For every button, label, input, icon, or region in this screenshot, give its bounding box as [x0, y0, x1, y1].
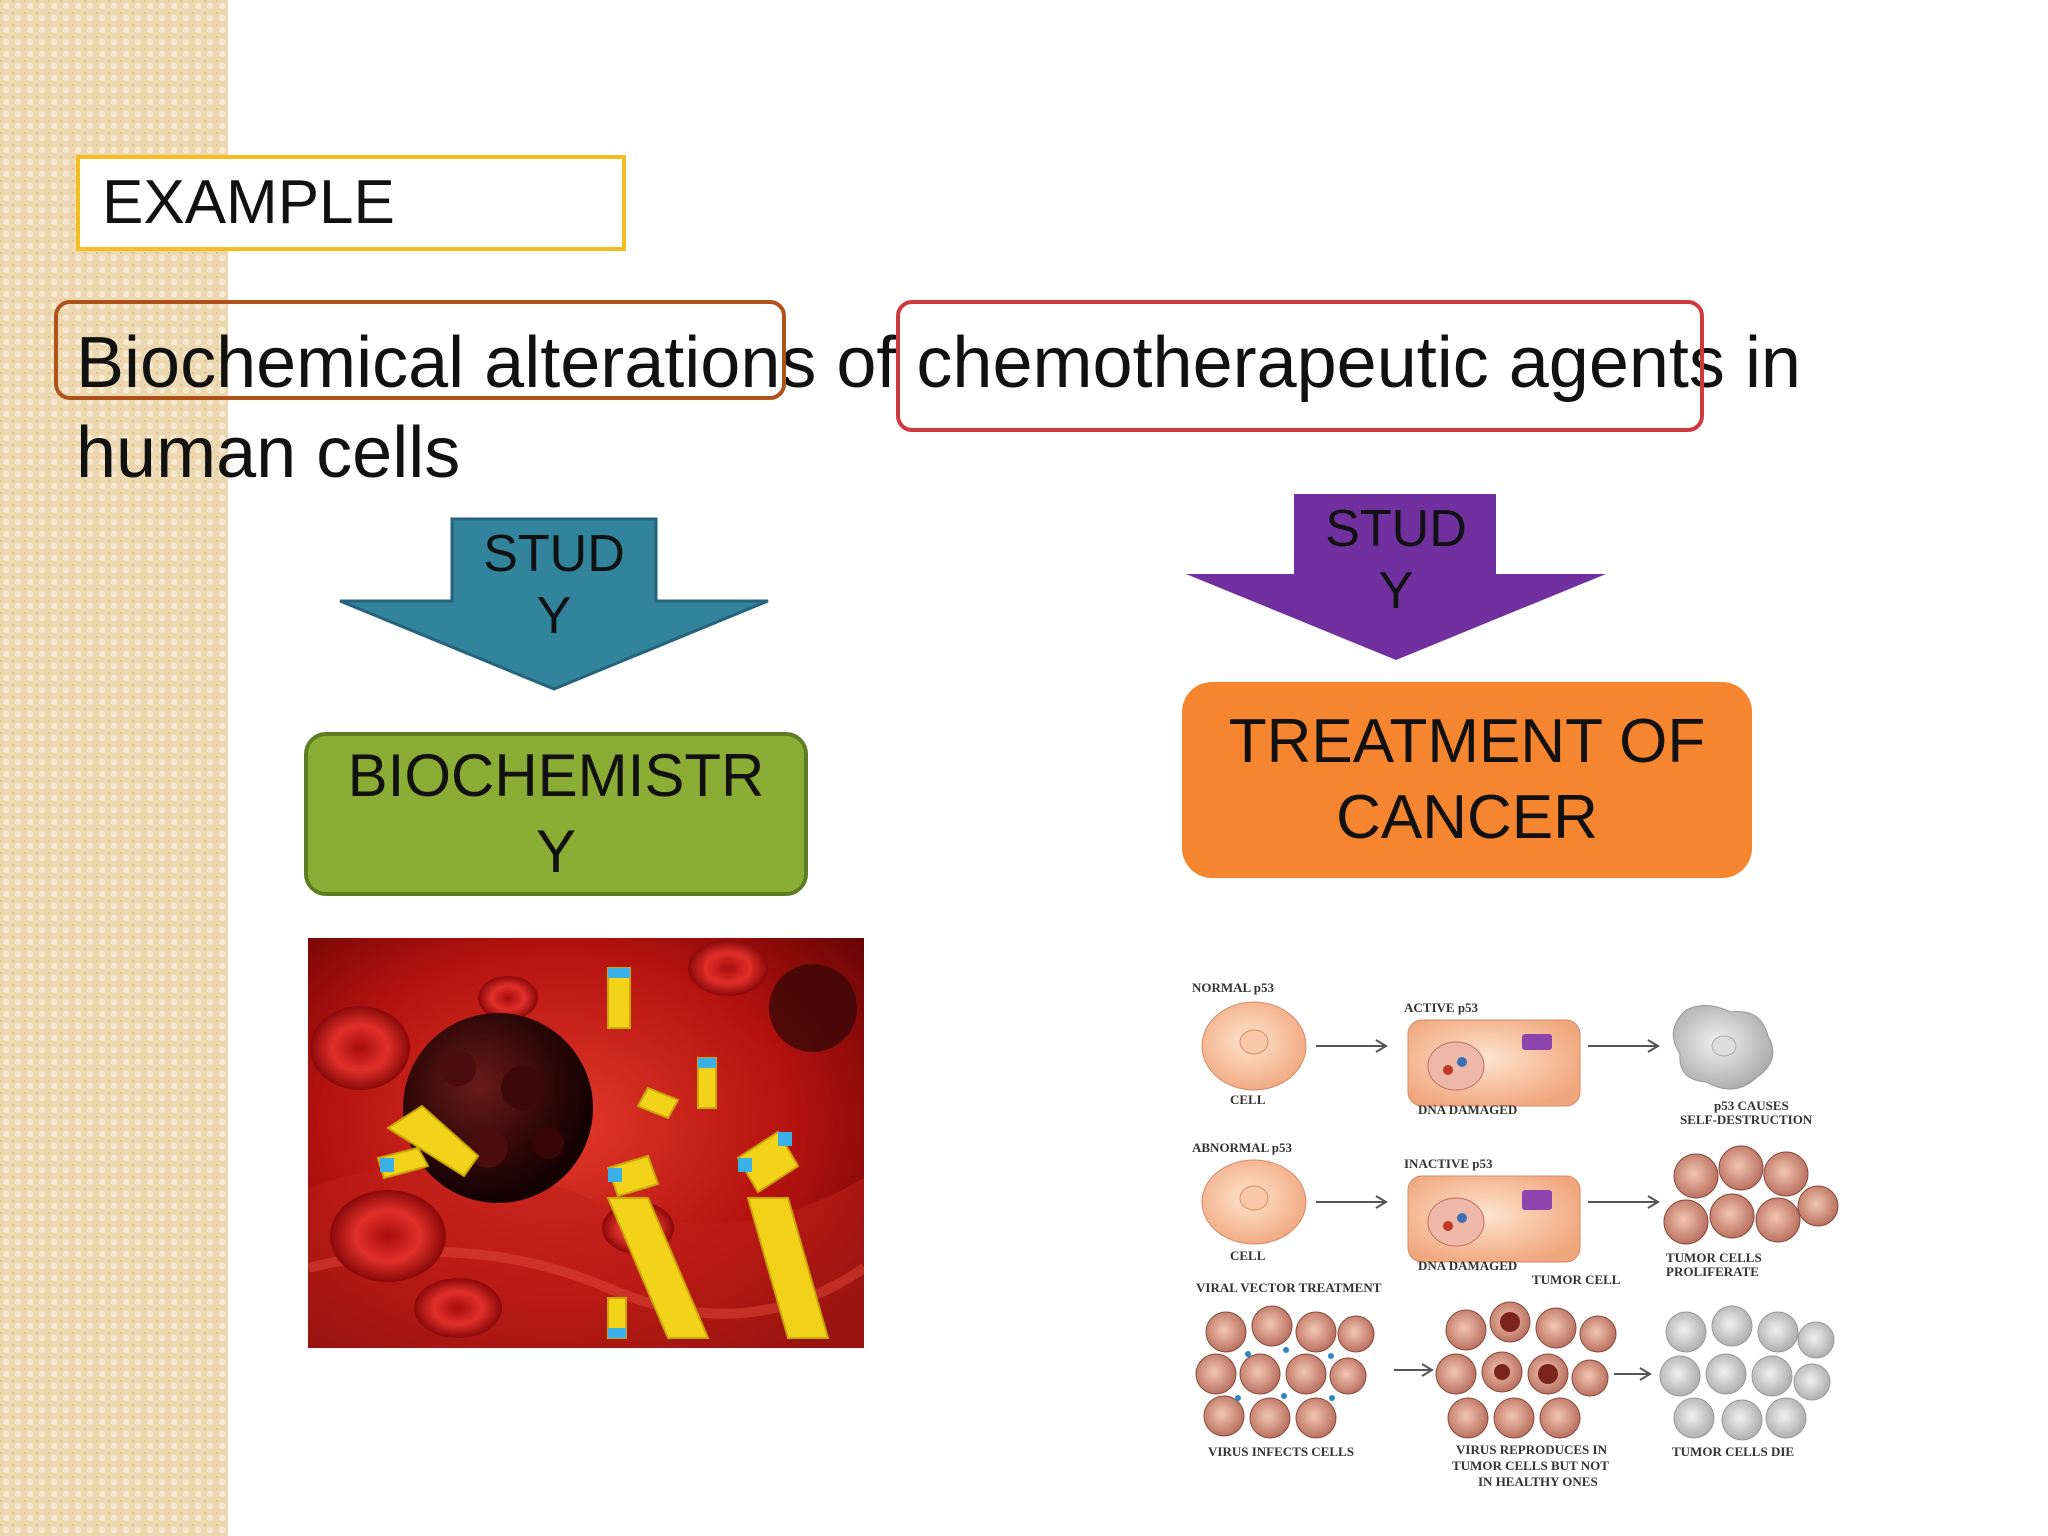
svg-text:DNA DAMAGED: DNA DAMAGED: [1418, 1258, 1517, 1273]
p53-therapy-diagram: NORMAL p53 CELL ACTIVE p53 DNA DAMAGED p…: [1186, 970, 1852, 1500]
svg-text:CELL: CELL: [1230, 1092, 1266, 1107]
study-arrow-right-label: STUD Y: [1325, 500, 1467, 620]
treatment-of-cancer-box: TREATMENT OF CANCER: [1182, 682, 1752, 878]
svg-text:INACTIVE p53: INACTIVE p53: [1404, 1156, 1493, 1171]
svg-text:DNA DAMAGED: DNA DAMAGED: [1418, 1102, 1517, 1117]
svg-text:TUMOR CELLS DIE: TUMOR CELLS DIE: [1672, 1444, 1794, 1459]
svg-text:TUMOR CELLS BUT NOT: TUMOR CELLS BUT NOT: [1452, 1458, 1609, 1473]
main-statement: Biochemical alterations of chemotherapeu…: [76, 318, 2010, 498]
p53-normal-title: NORMAL p53: [1192, 980, 1274, 995]
svg-text:p53 CAUSES: p53 CAUSES: [1714, 1098, 1789, 1113]
svg-text:TUMOR CELLS: TUMOR CELLS: [1666, 1250, 1762, 1265]
svg-text:VIRUS REPRODUCES IN: VIRUS REPRODUCES IN: [1456, 1442, 1608, 1457]
biochemistry-box: BIOCHEMISTR Y: [304, 732, 808, 896]
main-statement-line-1: Biochemical alterations of chemotherapeu…: [76, 323, 1801, 403]
highlight-biochemical-alterations: [54, 300, 786, 400]
study-arrow-right: [1186, 494, 1606, 660]
study-arrow-left-label: STUD Y: [483, 525, 625, 645]
svg-text:IN HEALTHY ONES: IN HEALTHY ONES: [1478, 1474, 1598, 1489]
svg-text:ACTIVE p53: ACTIVE p53: [1404, 1000, 1479, 1015]
svg-text:CELL: CELL: [1230, 1248, 1266, 1263]
svg-text:ABNORMAL p53: ABNORMAL p53: [1192, 1140, 1293, 1155]
svg-text:VIRUS INFECTS CELLS: VIRUS INFECTS CELLS: [1208, 1444, 1354, 1459]
main-statement-line-2: human cells: [76, 413, 461, 493]
svg-text:SELF-DESTRUCTION: SELF-DESTRUCTION: [1680, 1112, 1813, 1127]
svg-text:VIRAL VECTOR TREATMENT: VIRAL VECTOR TREATMENT: [1196, 1280, 1382, 1295]
svg-text:PROLIFERATE: PROLIFERATE: [1666, 1264, 1759, 1279]
highlight-chemotherapeutic-agents: [896, 300, 1704, 432]
example-label: EXAMPLE: [102, 168, 395, 237]
antibody-blood-cells-image: [308, 938, 864, 1348]
svg-text:TUMOR CELL: TUMOR CELL: [1532, 1272, 1621, 1287]
example-label-box: EXAMPLE: [76, 155, 626, 251]
decorative-sidebar: [0, 0, 228, 1536]
study-arrow-left: [339, 517, 769, 691]
